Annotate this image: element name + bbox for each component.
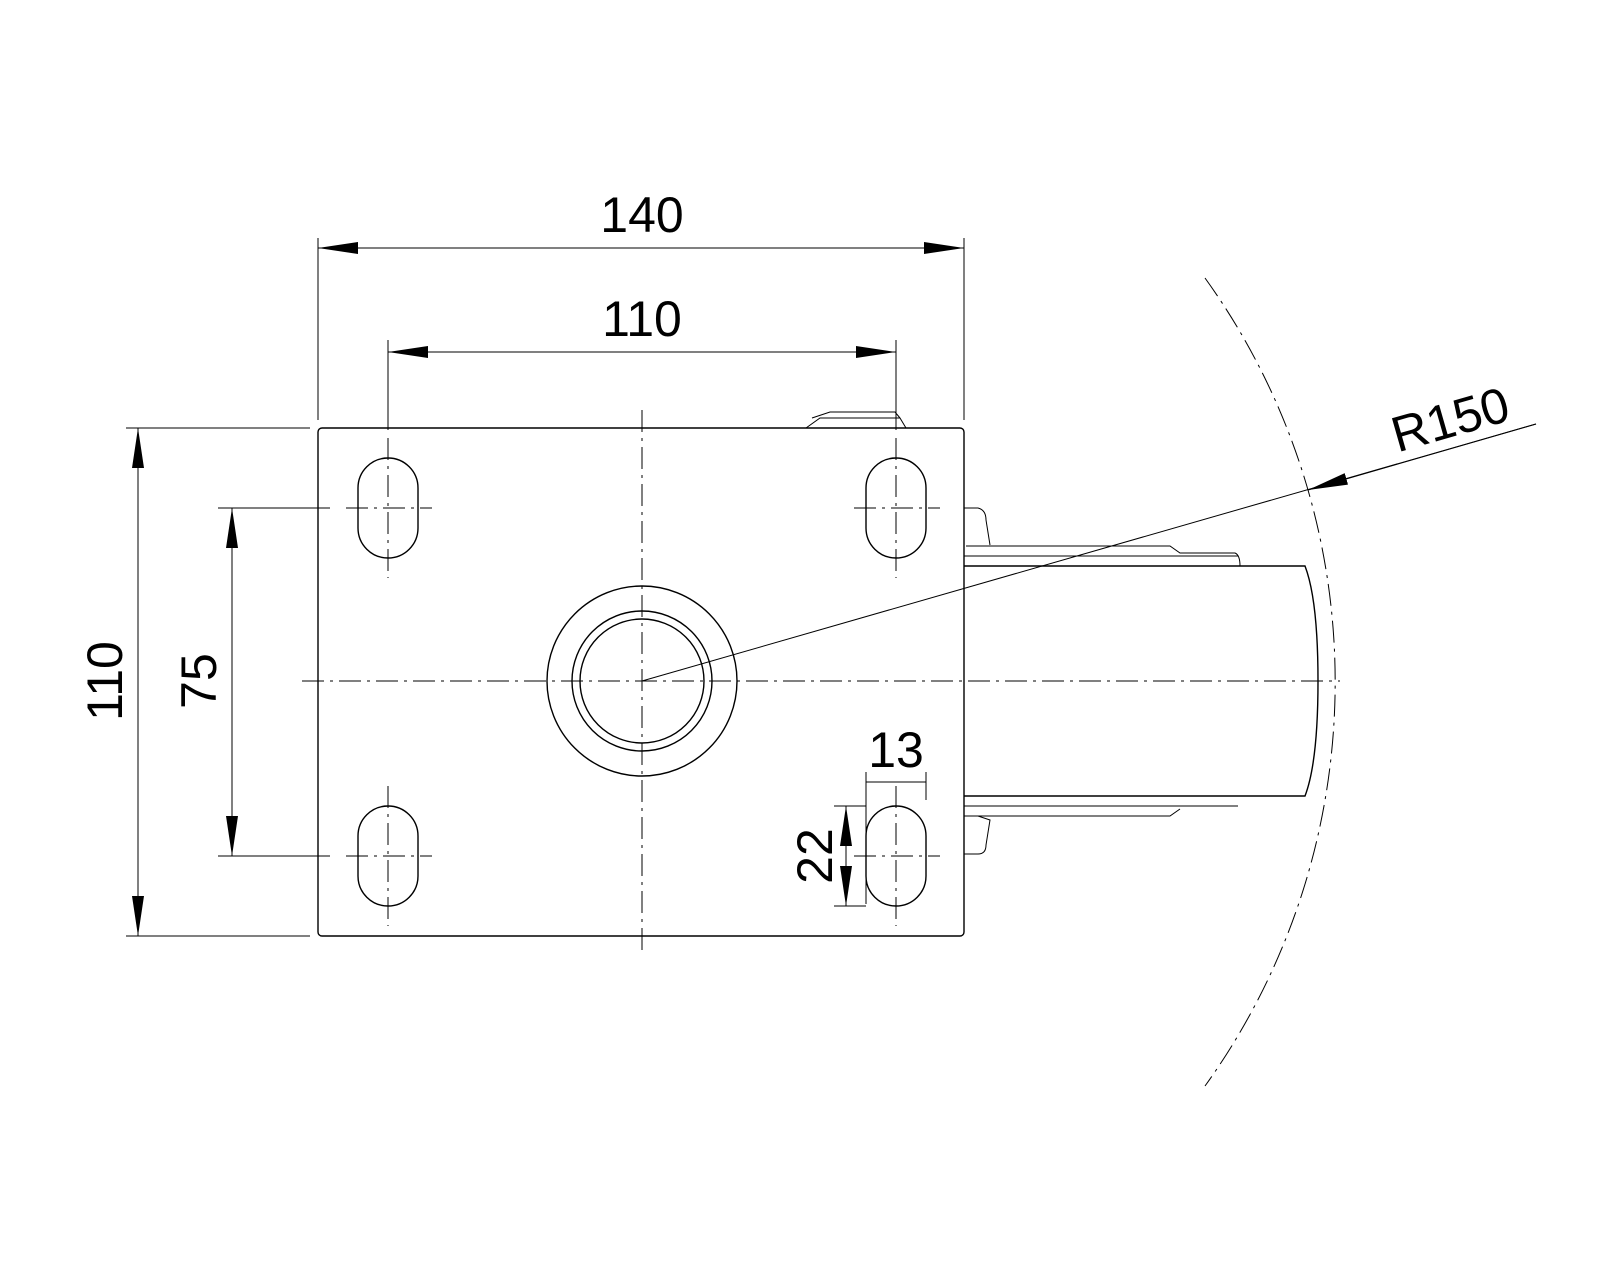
dimension-lines: [132, 242, 964, 936]
dim-swivel-radius: R150: [1385, 376, 1515, 463]
dim-hole-spacing-width: 110: [602, 291, 682, 347]
top-bracket: [805, 411, 907, 429]
dim-overall-width: 140: [600, 187, 683, 243]
swivel-radius-arc: [1204, 277, 1336, 1087]
mounting-plate: [317, 427, 965, 937]
dim-overall-height: 110: [77, 641, 133, 721]
dim-slot-width: 13: [868, 722, 924, 778]
dim-slot-length: 22: [787, 828, 843, 884]
dim-hole-spacing-height: 75: [171, 653, 227, 709]
radius-arrow: [1307, 423, 1537, 491]
slot-centerlines: [346, 438, 940, 926]
